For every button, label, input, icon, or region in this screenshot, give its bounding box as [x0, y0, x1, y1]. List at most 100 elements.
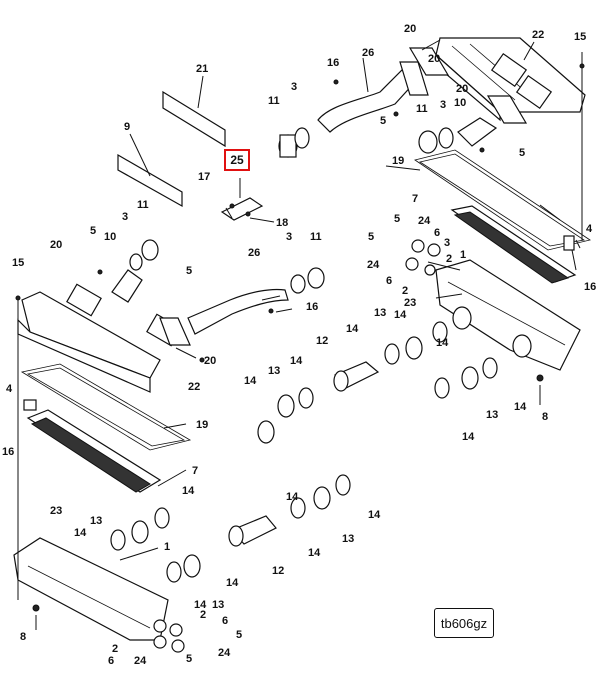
bolts — [15, 63, 585, 363]
callout-label: 23 — [404, 297, 416, 309]
callout-label: 15 — [574, 31, 586, 43]
callout-label: 11 — [310, 231, 322, 243]
upper-cover-assembly — [431, 37, 586, 122]
bracket-25 — [220, 197, 264, 221]
callout-label: 3 — [286, 231, 292, 243]
callout-label: 20 — [404, 23, 416, 35]
callout-label: 20 — [456, 83, 468, 95]
callout-label: 6 — [386, 275, 392, 287]
figure-id: tb606gz — [434, 608, 494, 638]
callout-label: 11 — [268, 95, 280, 107]
callout-label: 5 — [186, 265, 192, 277]
callout-label: 14 — [368, 509, 381, 521]
callout-label: 16 — [2, 446, 14, 458]
callout-label: 11 — [416, 103, 428, 115]
callout-label: 20 — [428, 53, 440, 65]
upper-duct-26 — [317, 61, 429, 133]
callout-label: 2 — [112, 643, 118, 655]
callout-label: 5 — [519, 147, 525, 159]
callout-label: 13 — [486, 409, 498, 421]
callout-label: 14 — [286, 491, 299, 503]
callout-label: 13 — [90, 515, 102, 527]
callout-label: 13 — [342, 533, 354, 545]
callout-label: 8 — [542, 411, 548, 423]
leader-lines — [17, 39, 583, 630]
callout-label: 3 — [291, 81, 297, 93]
callout-labels: 20 22 15 26 16 21 11 3 5 20 11 3 10 20 5… — [2, 23, 596, 667]
callout-label: 16 — [306, 301, 318, 313]
callout-label: 24 — [218, 647, 231, 659]
callout-label: 26 — [248, 247, 260, 259]
callout-label: 23 — [50, 505, 62, 517]
left-cover-assembly — [17, 283, 182, 393]
fittings-right — [405, 235, 575, 276]
callout-label: 5 — [90, 225, 96, 237]
callout-label: 5 — [394, 213, 400, 225]
gasket-19-upper — [414, 149, 591, 251]
callout-label: 6 — [108, 655, 114, 667]
callout-label: 14 — [74, 527, 87, 539]
left-hoses — [111, 239, 325, 303]
callout-label: 17 — [198, 171, 210, 183]
callout-label: 5 — [380, 115, 386, 127]
callout-label: 14 — [394, 309, 407, 321]
callout-label: 2 — [200, 609, 206, 621]
housing-23-lower — [13, 537, 169, 641]
callout-label: 22 — [532, 29, 544, 41]
callout-label: 6 — [222, 615, 228, 627]
callout-label: 13 — [374, 307, 386, 319]
callout-label: 14 — [514, 401, 527, 413]
callout-label: 13 — [268, 365, 280, 377]
callout-label: 14 — [226, 577, 239, 589]
callout-label: 3 — [444, 237, 450, 249]
upper-hoses — [278, 117, 498, 158]
center-pipe-right — [434, 357, 498, 399]
callout-label: 16 — [584, 281, 596, 293]
callout-label: 15 — [12, 257, 24, 269]
callout-label: 24 — [418, 215, 431, 227]
housing-23-upper — [435, 259, 581, 382]
plates — [117, 90, 226, 208]
callout-label: 14 — [346, 323, 359, 335]
callout-label: 5 — [236, 629, 242, 641]
callout-label: 3 — [440, 99, 446, 111]
callout-label: 6 — [434, 227, 440, 239]
callout-label: 1 — [460, 249, 466, 261]
callout-label: 14 — [462, 431, 475, 443]
callout-label: 26 — [362, 47, 374, 59]
callout-label: 21 — [196, 63, 208, 75]
callout-label: 20 — [50, 239, 62, 251]
callout-label: 19 — [196, 419, 208, 431]
callout-label: 5 — [368, 231, 374, 243]
callout-label: 18 — [276, 217, 288, 229]
center-pipe-lower — [110, 474, 351, 583]
callout-label: 12 — [316, 335, 328, 347]
highlighted-callout[interactable]: 25 — [224, 149, 250, 171]
callout-label: 16 — [327, 57, 339, 69]
callout-label: 4 — [586, 223, 593, 235]
callout-label: 2 — [402, 285, 408, 297]
callout-label: 14 — [244, 375, 257, 387]
callout-label: 14 — [308, 547, 321, 559]
callout-label: 11 — [137, 199, 149, 211]
callout-label: 24 — [134, 655, 147, 667]
callout-label: 22 — [188, 381, 200, 393]
callout-label: 3 — [122, 211, 128, 223]
callout-label: 10 — [104, 231, 116, 243]
callout-label: 14 — [182, 485, 195, 497]
callout-label: 14 — [436, 337, 449, 349]
callout-label: 4 — [6, 383, 13, 395]
callout-label: 14 — [290, 355, 303, 367]
callout-label: 9 — [124, 121, 130, 133]
charge-air-core-lower — [23, 399, 162, 493]
lower-duct-26 — [159, 288, 289, 346]
callout-label: 1 — [164, 541, 170, 553]
callout-label: 13 — [212, 599, 224, 611]
charge-air-core-upper — [450, 205, 577, 284]
callout-label: 20 — [204, 355, 216, 367]
callout-label: 14 — [194, 599, 207, 611]
callout-label: 8 — [20, 631, 26, 643]
callout-label: 19 — [392, 155, 404, 167]
callout-label: 10 — [454, 97, 466, 109]
